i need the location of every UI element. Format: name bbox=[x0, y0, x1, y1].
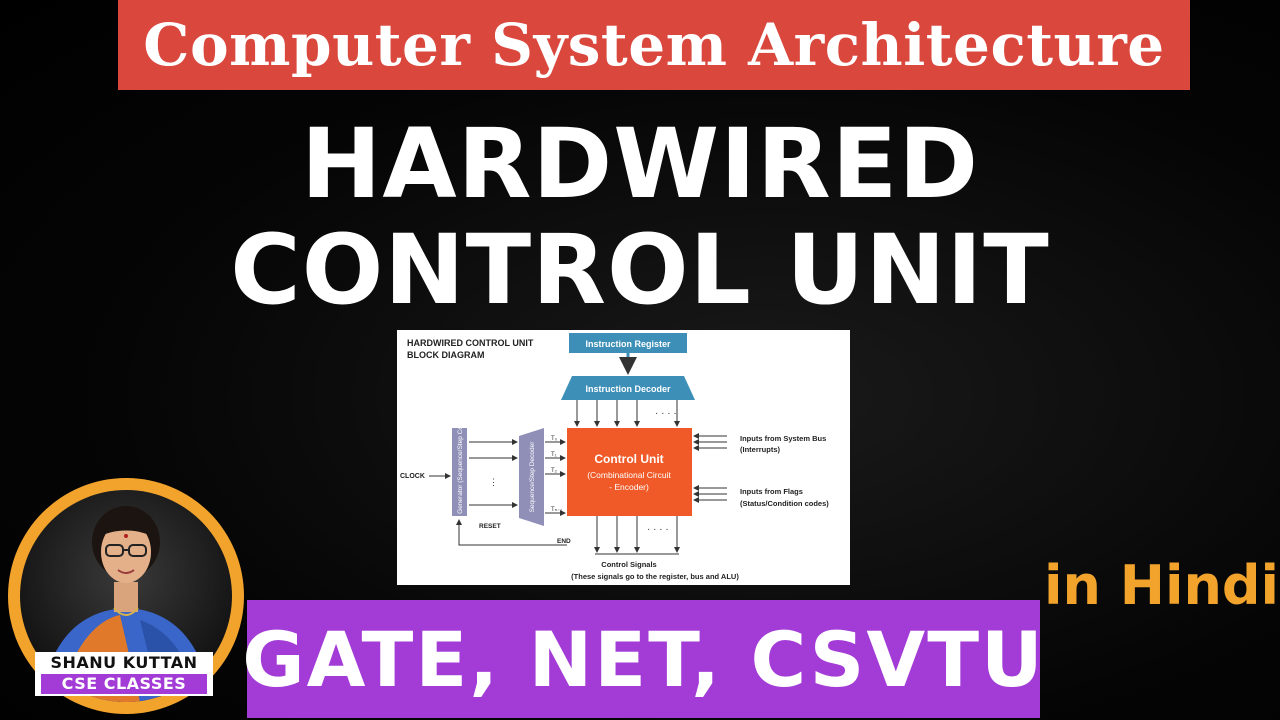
diagram-title-line2: BLOCK DIAGRAM bbox=[407, 350, 485, 360]
svg-text:· · · ·: · · · · bbox=[655, 408, 677, 419]
t1-label: T₁ bbox=[551, 452, 557, 458]
presenter-name-card: SHANU KUTTAN CSE CLASSES bbox=[35, 652, 213, 696]
instruction-register-label: Instruction Register bbox=[585, 339, 671, 349]
timing-generator-box bbox=[452, 428, 467, 516]
inputs-bus-note: (Interrupts) bbox=[740, 445, 781, 454]
control-signals-label: Control Signals bbox=[601, 560, 656, 569]
headline-line1: HARDWIRED bbox=[300, 108, 980, 220]
course-title: Computer System Architecture bbox=[143, 11, 1165, 79]
exams-banner: GATE, NET, CSVTU bbox=[242, 600, 1043, 718]
title-banner: Computer System Architecture bbox=[118, 0, 1190, 90]
diagram-title-line1: HARDWIRED CONTROL UNIT bbox=[407, 338, 534, 348]
instruction-decoder-label: Instruction Decoder bbox=[585, 384, 671, 394]
clock-label: CLOCK bbox=[400, 473, 425, 480]
control-unit-box bbox=[567, 428, 692, 516]
control-unit-sub1: (Combinational Circuit bbox=[587, 470, 671, 480]
control-signals-note: (These signals go to the register, bus a… bbox=[571, 572, 739, 581]
channel-brand: CSE CLASSES bbox=[41, 674, 207, 694]
tn-label: Tₙ₋₁ bbox=[551, 507, 562, 513]
t0-label: T₀ bbox=[551, 436, 558, 442]
inputs-bus-label: Inputs from System Bus bbox=[740, 434, 826, 443]
t2-label: T₂ bbox=[551, 468, 558, 474]
inputs-flags-note: (Status/Condition codes) bbox=[740, 499, 829, 508]
sequence-decoder-box bbox=[519, 428, 544, 526]
instruction-decoder-box bbox=[561, 376, 695, 400]
presenter-name: SHANU KUTTAN bbox=[50, 653, 198, 672]
block-diagram: HARDWIRED CONTROL UNIT BLOCK DIAGRAM Ins… bbox=[397, 330, 850, 585]
inputs-flags-label: Inputs from Flags bbox=[740, 487, 803, 496]
control-unit-sub2: - Encoder) bbox=[609, 482, 649, 492]
svg-text:· · · ·: · · · · bbox=[647, 524, 669, 535]
instruction-register-box bbox=[569, 333, 687, 353]
sequence-decoder-label: Sequence/Step Decoder bbox=[529, 441, 536, 513]
svg-text:⋮: ⋮ bbox=[489, 477, 498, 487]
exams-text: GATE, NET, CSVTU bbox=[242, 614, 1045, 704]
timing-generator-label: Timing Generator (Sequence/Step Counter) bbox=[457, 409, 464, 535]
language-tag: in Hindi bbox=[1044, 554, 1280, 617]
end-label: END bbox=[557, 538, 571, 545]
control-unit-title: Control Unit bbox=[594, 452, 663, 466]
reset-label: RESET bbox=[479, 523, 501, 530]
headline-line2: CONTROL UNIT bbox=[230, 214, 1050, 326]
